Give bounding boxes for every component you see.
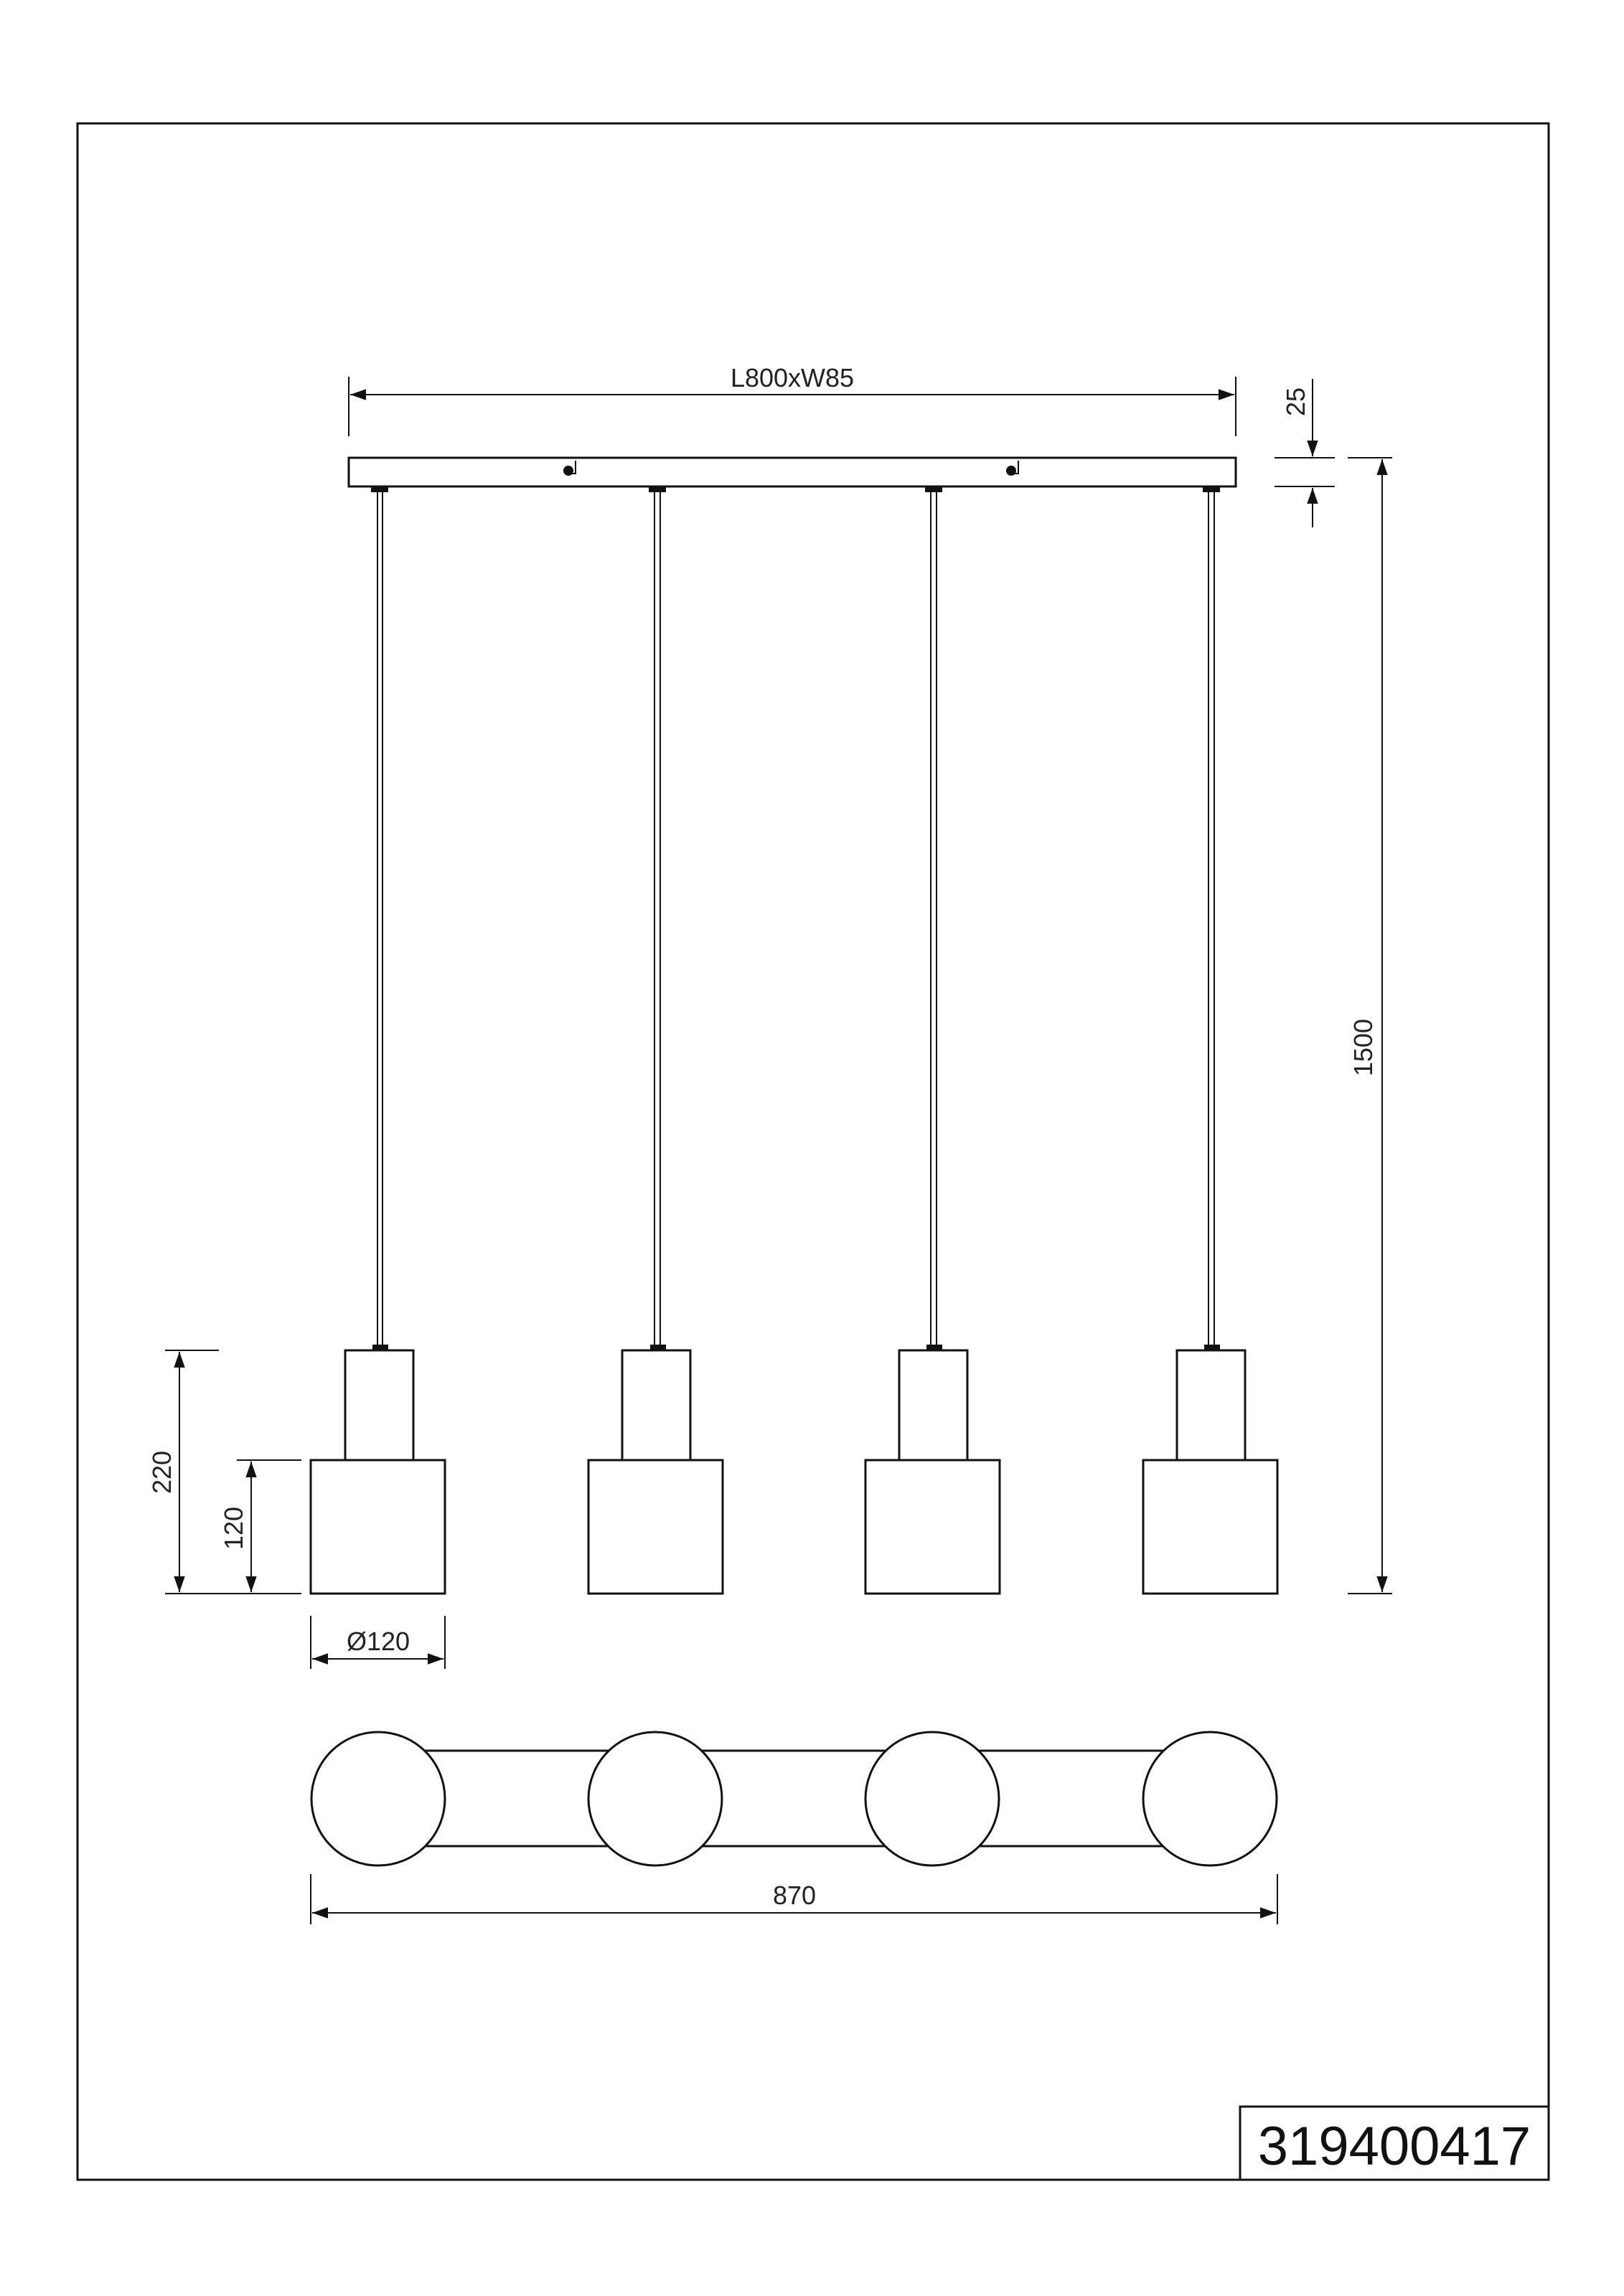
dimension-shade-diameter: Ø120 xyxy=(310,1616,446,1669)
top-view-shade-1 xyxy=(310,1731,446,1867)
dimension-canopy-height-label: 25 xyxy=(1281,387,1310,416)
pendant-2-socket xyxy=(621,1349,692,1462)
canopy-plate xyxy=(347,456,1237,488)
pendant-4 xyxy=(1142,486,1279,1595)
dimension-shade-total-height-label: 220 xyxy=(147,1451,177,1494)
dimension-total-length: 870 xyxy=(310,1874,1278,1924)
pendant-3-socket xyxy=(898,1349,969,1462)
dimension-canopy-label: L800xW85 xyxy=(731,363,854,392)
top-view xyxy=(310,1731,1278,1867)
dimension-shade-height: 120 xyxy=(219,1459,301,1592)
dimension-total-height: 1500 xyxy=(1348,457,1392,1594)
dimension-total-length-label: 870 xyxy=(773,1881,816,1910)
pendant-3 xyxy=(864,486,1001,1595)
canopy xyxy=(347,456,1237,488)
dimension-total-height-label: 1500 xyxy=(1348,1019,1378,1076)
pendant-4-socket xyxy=(1175,1349,1247,1462)
top-view-shade-4 xyxy=(1142,1731,1278,1867)
top-view-shade-2 xyxy=(587,1731,723,1867)
dimension-shade-total-height: 220 xyxy=(147,1350,301,1594)
dimension-canopy-height: 25 xyxy=(1275,379,1335,527)
canopy-screw-right xyxy=(1006,461,1019,476)
pendant-4-shade xyxy=(1142,1459,1279,1595)
pendant-1-shade xyxy=(309,1459,446,1595)
dimension-shade-diameter-label: Ø120 xyxy=(347,1627,410,1656)
pendant-3-shade xyxy=(864,1459,1001,1595)
part-number-box: 319400417 xyxy=(1239,2105,1550,2181)
dimension-canopy-length: L800xW85 xyxy=(348,363,1236,436)
pendant-1-socket xyxy=(344,1349,415,1462)
top-view-shade-3 xyxy=(864,1731,1000,1867)
part-number: 319400417 xyxy=(1258,2116,1531,2177)
dimension-shade-height-label: 120 xyxy=(219,1507,248,1550)
pendant-1 xyxy=(309,486,446,1595)
pendant-2 xyxy=(587,486,724,1595)
canopy-screw-left xyxy=(563,461,576,476)
drawing-frame xyxy=(76,122,1550,2181)
pendant-2-shade xyxy=(587,1459,724,1595)
